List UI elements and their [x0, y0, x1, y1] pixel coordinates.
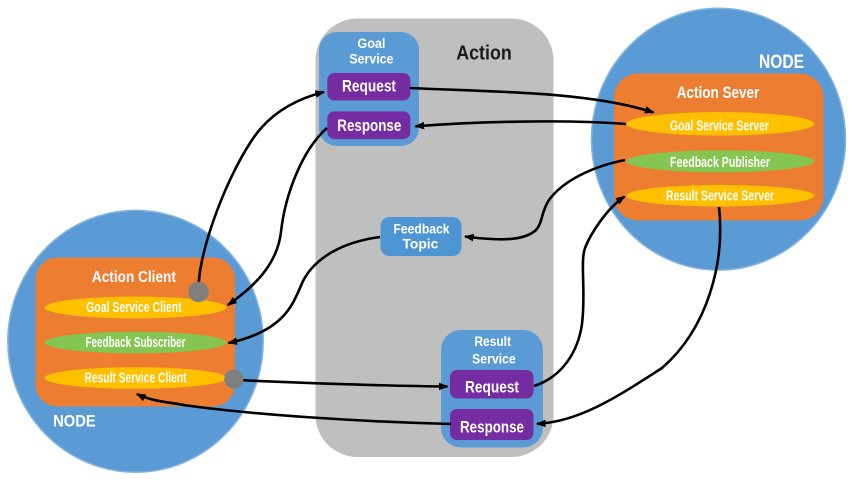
svg-text:NODE: NODE [53, 412, 96, 431]
svg-text:Action: Action [456, 42, 512, 64]
svg-text:Goal Service Server: Goal Service Server [670, 119, 769, 135]
svg-text:Goal Service Client: Goal Service Client [86, 300, 182, 316]
svg-text:Request: Request [342, 77, 396, 96]
svg-text:Result Service Server: Result Service Server [666, 189, 774, 205]
svg-text:Feedback Publisher: Feedback Publisher [670, 155, 770, 171]
svg-text:Action Sever: Action Sever [677, 83, 760, 102]
svg-text:Request: Request [465, 378, 519, 397]
svg-text:Goal: Goal [357, 35, 385, 51]
svg-text:Topic: Topic [402, 236, 438, 252]
svg-text:Result: Result [474, 333, 511, 349]
svg-text:Feedback: Feedback [394, 220, 450, 236]
svg-text:Service: Service [472, 350, 516, 366]
svg-text:Feedback Subscriber: Feedback Subscriber [86, 335, 186, 351]
svg-text:NODE: NODE [759, 52, 804, 73]
svg-text:Response: Response [460, 417, 524, 436]
svg-text:Result Service Client: Result Service Client [85, 371, 187, 387]
svg-text:Action Client: Action Client [92, 269, 176, 286]
svg-text:Response: Response [337, 116, 401, 135]
svg-text:Service: Service [349, 51, 393, 67]
